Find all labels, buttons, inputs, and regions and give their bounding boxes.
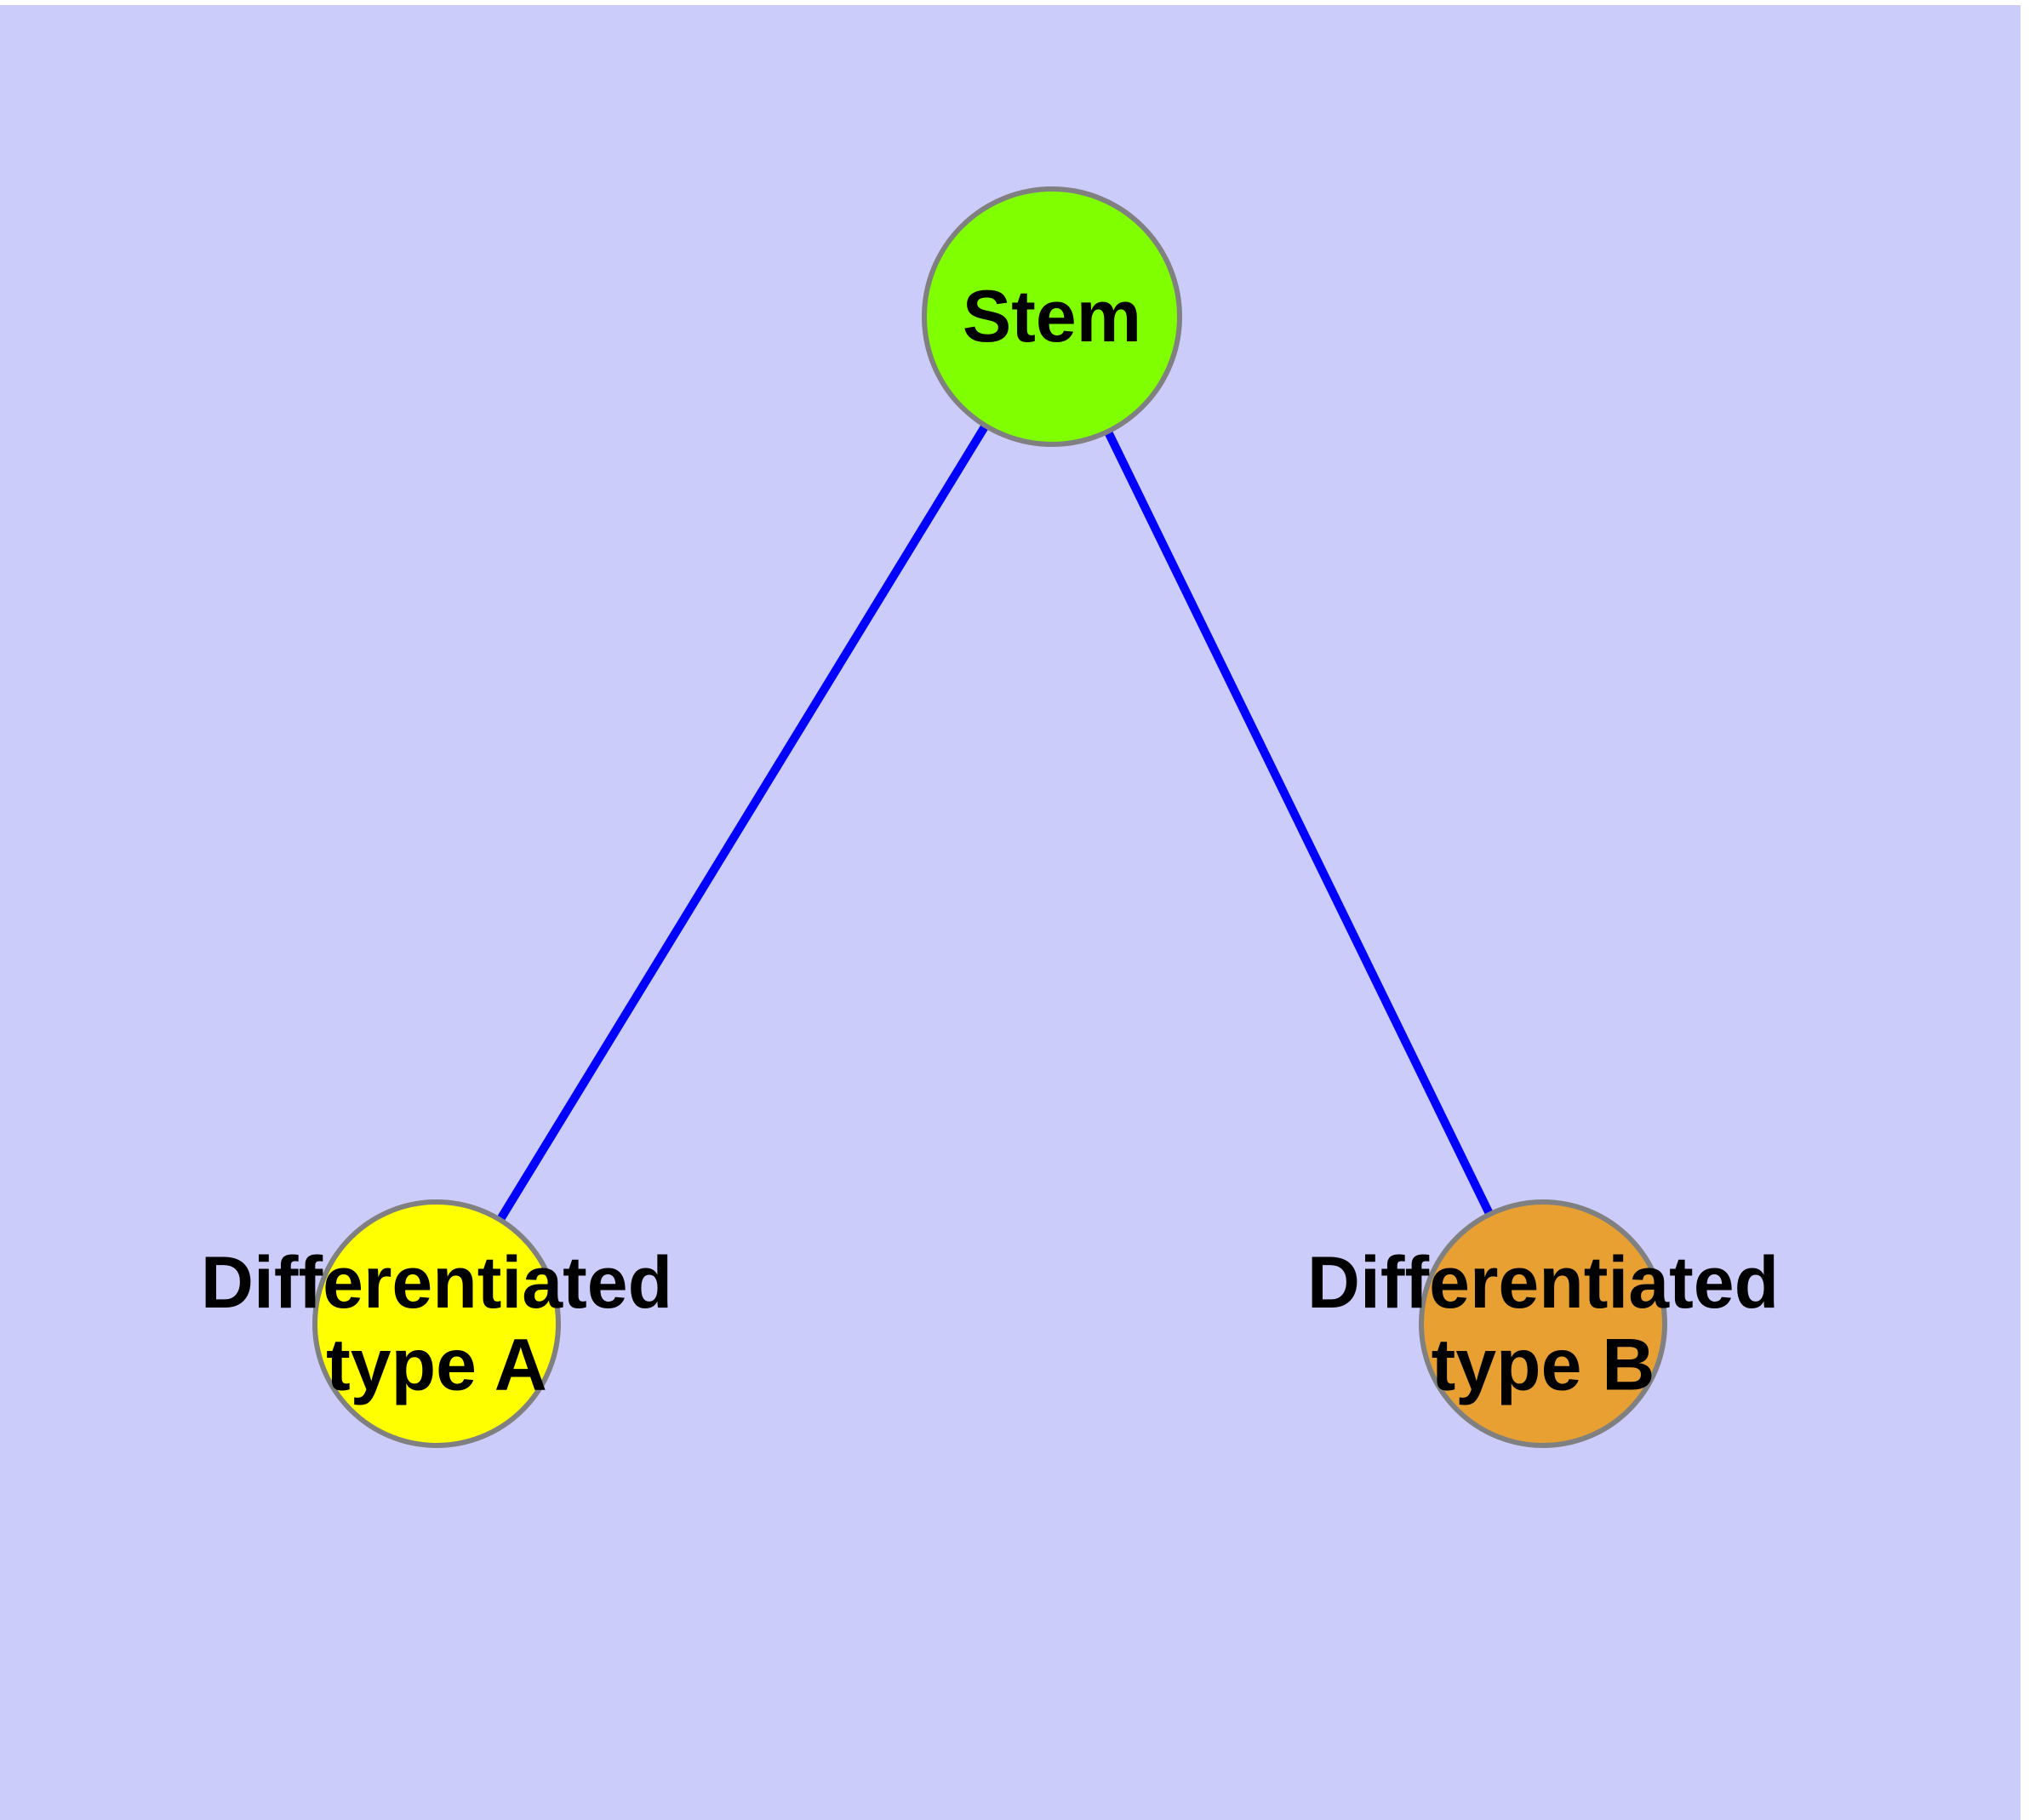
edge-stem-to-differentiated-type-a[interactable] [496, 423, 990, 1222]
node-differentiated-type-b-circle[interactable] [1419, 1199, 1667, 1448]
node-differentiated-type-a-circle[interactable] [312, 1199, 561, 1448]
node-differentiated-type-b[interactable] [1419, 1199, 1667, 1448]
node-label-line: Differentiated [201, 1242, 672, 1324]
node-label-line: type B [1432, 1324, 1655, 1405]
node-stem-circle[interactable] [922, 186, 1182, 447]
edge-layer [496, 423, 1494, 1222]
node-layer [312, 186, 1667, 1448]
node-label-line: type A [326, 1324, 547, 1405]
node-label-line: Differentiated [1307, 1242, 1779, 1324]
node-differentiated-type-a[interactable] [312, 1199, 561, 1448]
edge-stem-to-differentiated-type-b[interactable] [1104, 429, 1494, 1216]
node-stem[interactable] [922, 186, 1182, 447]
node-stem-label: Stem [963, 276, 1141, 358]
node-label-line: Stem [963, 276, 1141, 358]
